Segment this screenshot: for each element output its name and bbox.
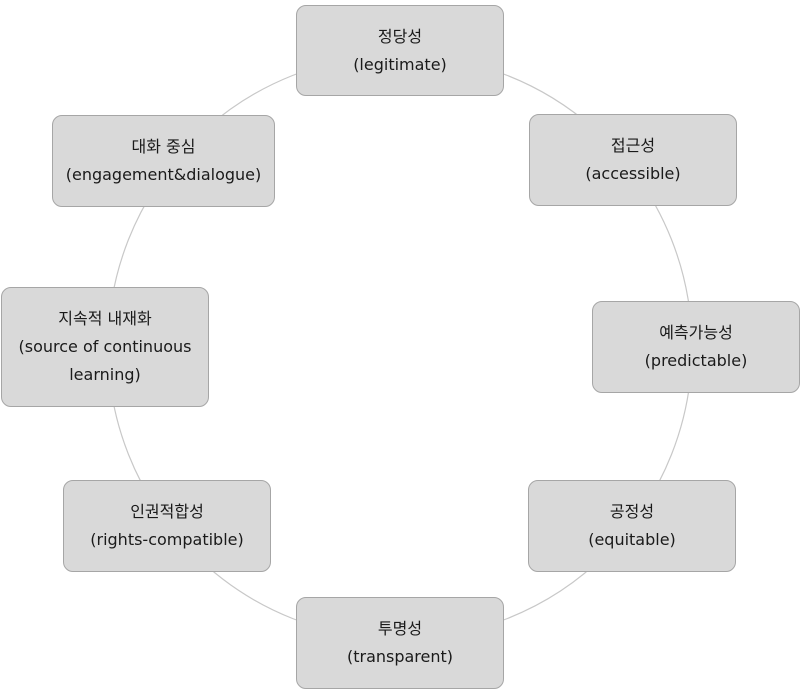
node-transparent-en: (transparent) [346, 647, 454, 666]
node-engagement-dialogue: 대화 중심 (engagement&dialogue) [52, 115, 275, 207]
node-source-en: (source of continuous [18, 337, 192, 356]
node-transparent-ko: 투명성 [377, 619, 423, 638]
node-equitable-en: (equitable) [588, 530, 676, 549]
node-equitable-ko: 공정성 [609, 502, 655, 521]
node-engagement-en: (engagement&dialogue) [65, 165, 262, 184]
node-source-of-learning: 지속적 내재화 (source of continuous learning) [1, 287, 209, 407]
node-source-en-line2: learning) [69, 365, 141, 384]
node-predictable-en: (predictable) [644, 351, 748, 370]
node-legitimate: 정당성 (legitimate) [296, 5, 504, 96]
node-source-ko: 지속적 내재화 [58, 309, 152, 328]
node-rights-en: (rights-compatible) [90, 530, 244, 549]
node-accessible-en: (accessible) [585, 164, 681, 183]
node-equitable: 공정성 (equitable) [528, 480, 736, 572]
node-accessible-ko: 접근성 [610, 136, 656, 155]
node-legitimate-en: (legitimate) [353, 54, 447, 74]
node-engagement-ko: 대화 중심 [131, 137, 196, 156]
node-rights-ko: 인권적합성 [130, 502, 204, 521]
node-predictable-ko: 예측가능성 [659, 323, 733, 342]
node-accessible: 접근성 (accessible) [529, 114, 737, 206]
node-legitimate-ko: 정당성 [377, 26, 423, 46]
node-rights-compatible: 인권적합성 (rights-compatible) [63, 480, 271, 572]
node-predictable: 예측가능성 (predictable) [592, 301, 800, 393]
node-transparent: 투명성 (transparent) [296, 597, 504, 689]
